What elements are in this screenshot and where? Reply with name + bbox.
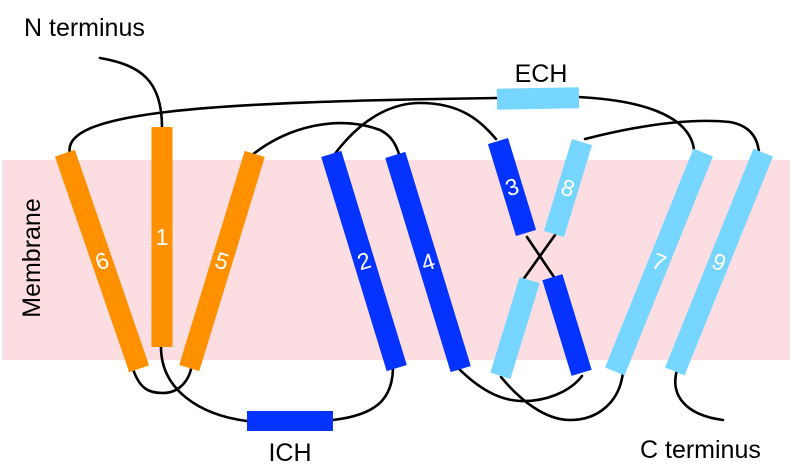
ich-helix — [247, 411, 333, 431]
helix-2: 2 — [321, 150, 407, 372]
loop-2-3 — [332, 101, 498, 157]
n-terminus-label: N terminus — [24, 14, 145, 42]
helix-4: 4 — [385, 151, 471, 373]
loop-6-5 — [131, 367, 193, 395]
helix-6: 6 — [54, 149, 150, 373]
helix-3-lower — [542, 274, 592, 376]
loop-c-terminus — [674, 368, 725, 422]
helix-7: 7 — [605, 148, 713, 376]
loop-4-3b — [455, 365, 584, 403]
svg-text:1: 1 — [156, 224, 169, 250]
loop-ech-7 — [576, 95, 696, 152]
ich-label: ICH — [268, 439, 311, 467]
loop-8-cross — [518, 233, 557, 286]
helix-5: 5 — [179, 150, 265, 372]
membrane-label: Membrane — [18, 198, 46, 318]
loop-3-cross — [525, 235, 558, 282]
helix-8-lower — [490, 277, 540, 379]
loops — [68, 56, 761, 423]
helix-3-upper: 3 — [487, 138, 537, 236]
c-terminus-label: C terminus — [640, 436, 761, 464]
loop-1-ich — [159, 345, 249, 423]
loop-5-4 — [250, 121, 401, 157]
loop-8b-7 — [499, 370, 625, 422]
loop-6-ech — [68, 96, 500, 156]
helix-1: 1 — [151, 127, 173, 347]
helix-8-upper: 8 — [543, 139, 593, 237]
loop-ich-2 — [331, 367, 395, 422]
ech-helix — [496, 87, 580, 110]
helix-9: 9 — [665, 148, 773, 376]
ech-label: ECH — [515, 60, 568, 88]
loop-8-9 — [583, 119, 761, 155]
